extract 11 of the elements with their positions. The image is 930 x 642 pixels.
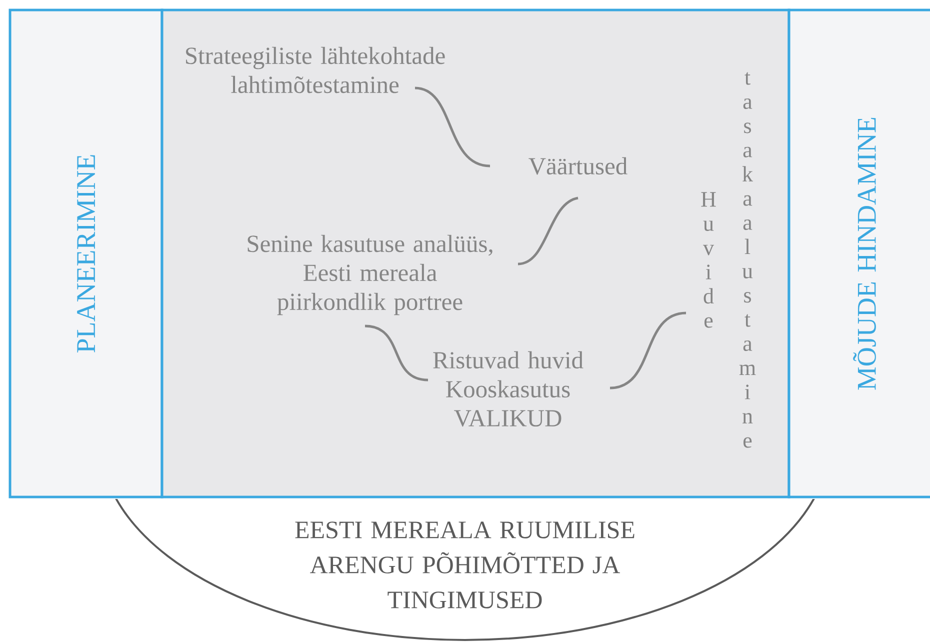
panel-label: MÕJUDE HINDAMINE [788,8,930,498]
curved-connector [364,324,428,382]
step-text: Väärtused [528,157,628,175]
vertical-text: Huvide tasakaalustamine [701,72,756,448]
step-text: Strateegiliste lähtekohtade lahtimõtestamine [186,46,445,94]
step-text: Ristuvad huvid Kooskasutus VALIKUD [433,351,584,427]
curved-connector [610,312,686,390]
curved-connector [518,196,578,266]
curved-connector [414,86,490,168]
step-text: Senine kasutuse analüüs, Eesti mereala piirkondlik portree [248,234,492,316]
panel-label: PLANEERIMINE [8,8,164,498]
